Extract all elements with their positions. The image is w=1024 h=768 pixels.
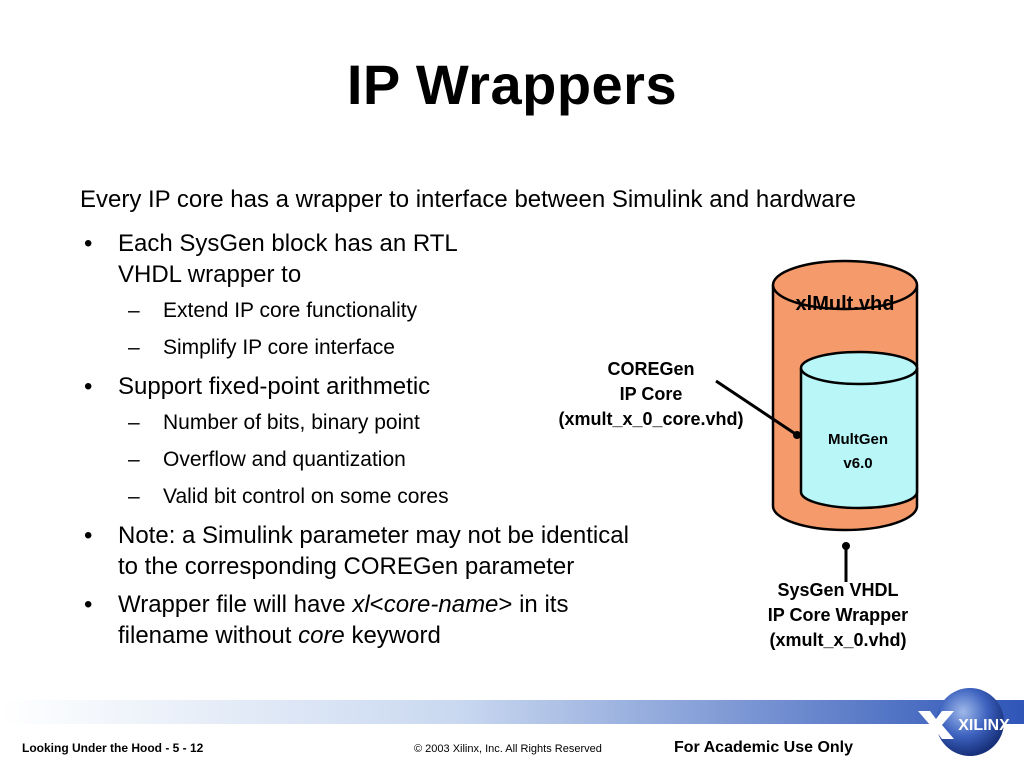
sysgen-caption: SysGen VHDL IP Core Wrapper (xmult_x_0.v… bbox=[748, 578, 928, 653]
inner-cylinder-body bbox=[799, 368, 919, 510]
bullet-text: filename without core keyword bbox=[118, 622, 441, 649]
sub-bullet-dash: – bbox=[128, 485, 140, 508]
logo-x-mark bbox=[918, 711, 954, 739]
inner-cylinder-label-1: MultGen bbox=[828, 431, 888, 448]
bullet-text: to the corresponding COREGen parameter bbox=[118, 553, 575, 580]
sub-bullet-dash: – bbox=[128, 448, 140, 471]
bullet-text: VHDL wrapper to bbox=[118, 261, 302, 288]
coregen-callout-dot bbox=[793, 431, 801, 439]
xilinx-logo: XILINX bbox=[918, 688, 1010, 756]
bullet-text: Wrapper file will have xl<core-name> in … bbox=[118, 591, 569, 618]
sub-bullet-item: – Extend IP core functionality bbox=[80, 297, 700, 325]
sysgen-callout-dot bbox=[842, 542, 850, 550]
bullet-item: • Each SysGen block has an RTL VHDL wrap… bbox=[80, 228, 700, 290]
outer-cylinder-label: xlMult.vhd bbox=[796, 293, 895, 315]
bullet-text: Note: a Simulink parameter may not be id… bbox=[118, 522, 629, 549]
logo-text: XILINX bbox=[958, 717, 1010, 734]
bullet-item: • Support fixed-point arithmetic bbox=[80, 371, 700, 402]
bullet-dot: • bbox=[84, 373, 93, 400]
sub-bullet-dash: – bbox=[128, 336, 140, 359]
sub-bullet-dash: – bbox=[128, 411, 140, 434]
slide-title: IP Wrappers bbox=[346, 53, 678, 116]
footer-band bbox=[0, 700, 1024, 724]
bullet-dot: • bbox=[84, 591, 93, 618]
sub-bullet-text: Valid bit control on some cores bbox=[163, 485, 449, 508]
caption-line: COREGen bbox=[607, 359, 695, 379]
bullet-text: Support fixed-point arithmetic bbox=[118, 373, 431, 400]
inner-cylinder-top bbox=[799, 350, 919, 386]
bullet-item: • Wrapper file will have xl<core-name> i… bbox=[80, 589, 700, 651]
footer-left: Looking Under the Hood - 5 - 12 bbox=[22, 741, 204, 755]
bullet-dot: • bbox=[84, 522, 93, 549]
caption-line: (xmult_x_0.vhd) bbox=[769, 630, 907, 650]
sub-bullet-item: – Simplify IP core interface bbox=[80, 334, 700, 362]
inner-cylinder-label-2: v6.0 bbox=[843, 455, 872, 472]
inner-cylinder bbox=[799, 350, 919, 510]
sub-bullet-item: – Overflow and quantization bbox=[80, 446, 700, 474]
intro-text: Every IP core has a wrapper to interface… bbox=[80, 186, 856, 213]
coregen-callout-line bbox=[715, 379, 798, 437]
outer-cylinder-top bbox=[771, 259, 919, 311]
caption-line: (xmult_x_0_core.vhd) bbox=[558, 409, 744, 429]
sub-bullet-text: Simplify IP core interface bbox=[163, 336, 395, 359]
coregen-caption: COREGen IP Core (xmult_x_0_core.vhd) bbox=[545, 357, 757, 432]
sub-bullet-text: Number of bits, binary point bbox=[163, 411, 420, 434]
caption-line: IP Core Wrapper bbox=[767, 605, 909, 625]
sub-bullet-dash: – bbox=[128, 299, 140, 322]
bullet-item: • Note: a Simulink parameter may not be … bbox=[80, 520, 700, 582]
caption-line: SysGen VHDL bbox=[777, 580, 899, 600]
sub-bullet-text: Extend IP core functionality bbox=[163, 299, 418, 322]
sub-bullet-item: – Valid bit control on some cores bbox=[80, 483, 700, 511]
footer-copyright: © 2003 Xilinx, Inc. All Rights Reserved bbox=[414, 743, 602, 755]
sub-bullet-item: – Number of bits, binary point bbox=[80, 409, 700, 437]
footer-right: For Academic Use Only bbox=[674, 739, 854, 756]
sub-bullet-text: Overflow and quantization bbox=[163, 448, 406, 471]
bullet-dot: • bbox=[84, 230, 93, 257]
caption-line: IP Core bbox=[619, 384, 683, 404]
bullet-list: • Each SysGen block has an RTL VHDL wrap… bbox=[80, 228, 700, 658]
wrapper-diagram: xlMult.vhd MultGen v6.0 bbox=[715, 259, 919, 582]
bullet-text: Each SysGen block has an RTL bbox=[118, 230, 458, 257]
